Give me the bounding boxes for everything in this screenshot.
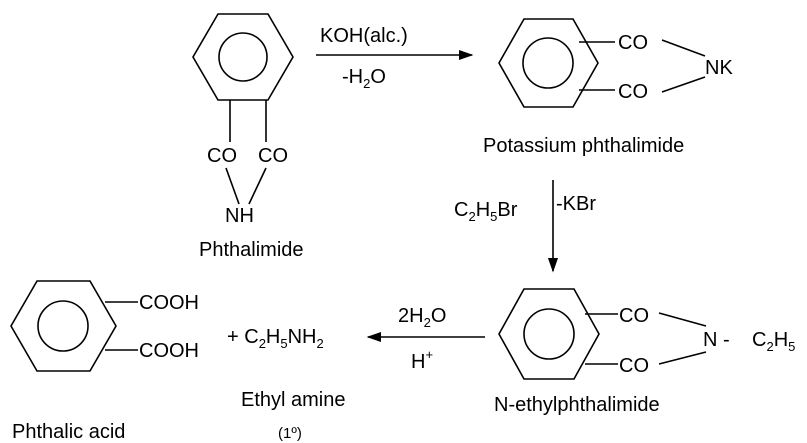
potassium-phthalimide-name: Potassium phthalimide bbox=[483, 135, 684, 157]
step1-byproduct: -H2O bbox=[342, 66, 386, 91]
ethyl-amine-name: Ethyl amine bbox=[241, 389, 346, 411]
phthalimide-bonds bbox=[225, 100, 267, 205]
potassium-phthalimide-co-bottom: CO bbox=[618, 81, 648, 103]
n-ethylphthalimide-bonds bbox=[585, 312, 707, 365]
n-ethylphthalimide-ethyl: C2H5 bbox=[752, 329, 795, 354]
n-ethylphthalimide-benzene-ring bbox=[498, 288, 600, 380]
potassium-phthalimide-benzene-ring bbox=[498, 18, 599, 108]
phthalimide-nh: NH bbox=[225, 205, 254, 227]
phthalimide-name: Phthalimide bbox=[199, 239, 304, 261]
step2-byproduct: -KBr bbox=[556, 193, 596, 215]
phthalimide-co-left: CO bbox=[207, 145, 237, 167]
n-ethylphthalimide-co-top: CO bbox=[619, 305, 649, 327]
phthalic-acid-benzene-ring bbox=[10, 280, 117, 372]
phthalimide-benzene-ring bbox=[192, 13, 294, 101]
phthalic-acid-cooh-bottom: COOH bbox=[139, 340, 199, 362]
phthalic-acid-name: Phthalic acid bbox=[12, 421, 125, 443]
potassium-phthalimide-bonds bbox=[579, 39, 706, 93]
n-ethylphthalimide-co-bottom: CO bbox=[619, 355, 649, 377]
n-ethylphthalimide-n-group: N - bbox=[703, 329, 730, 351]
step3-catalyst: H+ bbox=[411, 347, 433, 373]
phthalic-acid-cooh-top: COOH bbox=[139, 292, 199, 314]
step1-reagent: KOH(alc.) bbox=[320, 25, 408, 47]
potassium-phthalimide-co-top: CO bbox=[618, 32, 648, 54]
potassium-phthalimide-nk: NK bbox=[705, 57, 733, 79]
ethyl-amine-note: (1º) bbox=[278, 425, 302, 442]
n-ethylphthalimide-name: N-ethylphthalimide bbox=[494, 394, 660, 416]
step3-reagent: 2H2O bbox=[398, 305, 446, 330]
phthalimide-co-right: CO bbox=[258, 145, 288, 167]
phthalic-acid-bonds bbox=[105, 301, 138, 351]
step2-reagent: C2H5Br bbox=[454, 199, 518, 224]
ethyl-amine-formula: + C2H5NH2 bbox=[227, 326, 324, 351]
